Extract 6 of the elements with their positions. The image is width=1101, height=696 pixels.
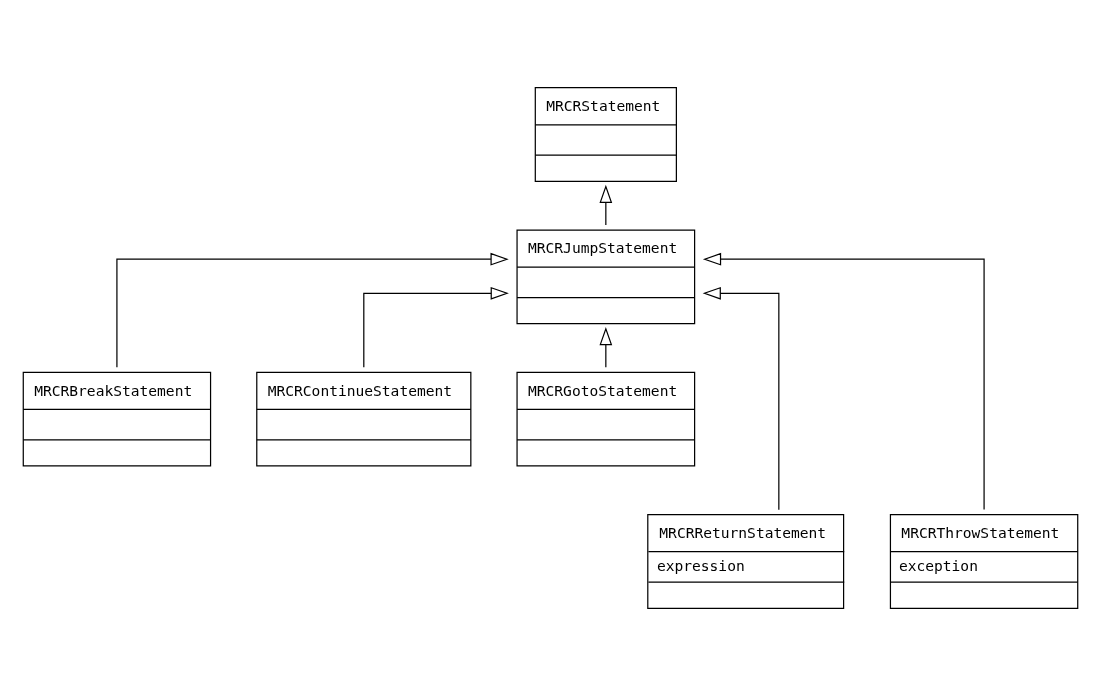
arrow	[116, 252, 509, 368]
arrow	[702, 286, 780, 511]
arrow	[702, 252, 985, 511]
arrow	[599, 327, 613, 368]
arrow	[363, 286, 509, 368]
arrow	[599, 184, 613, 226]
